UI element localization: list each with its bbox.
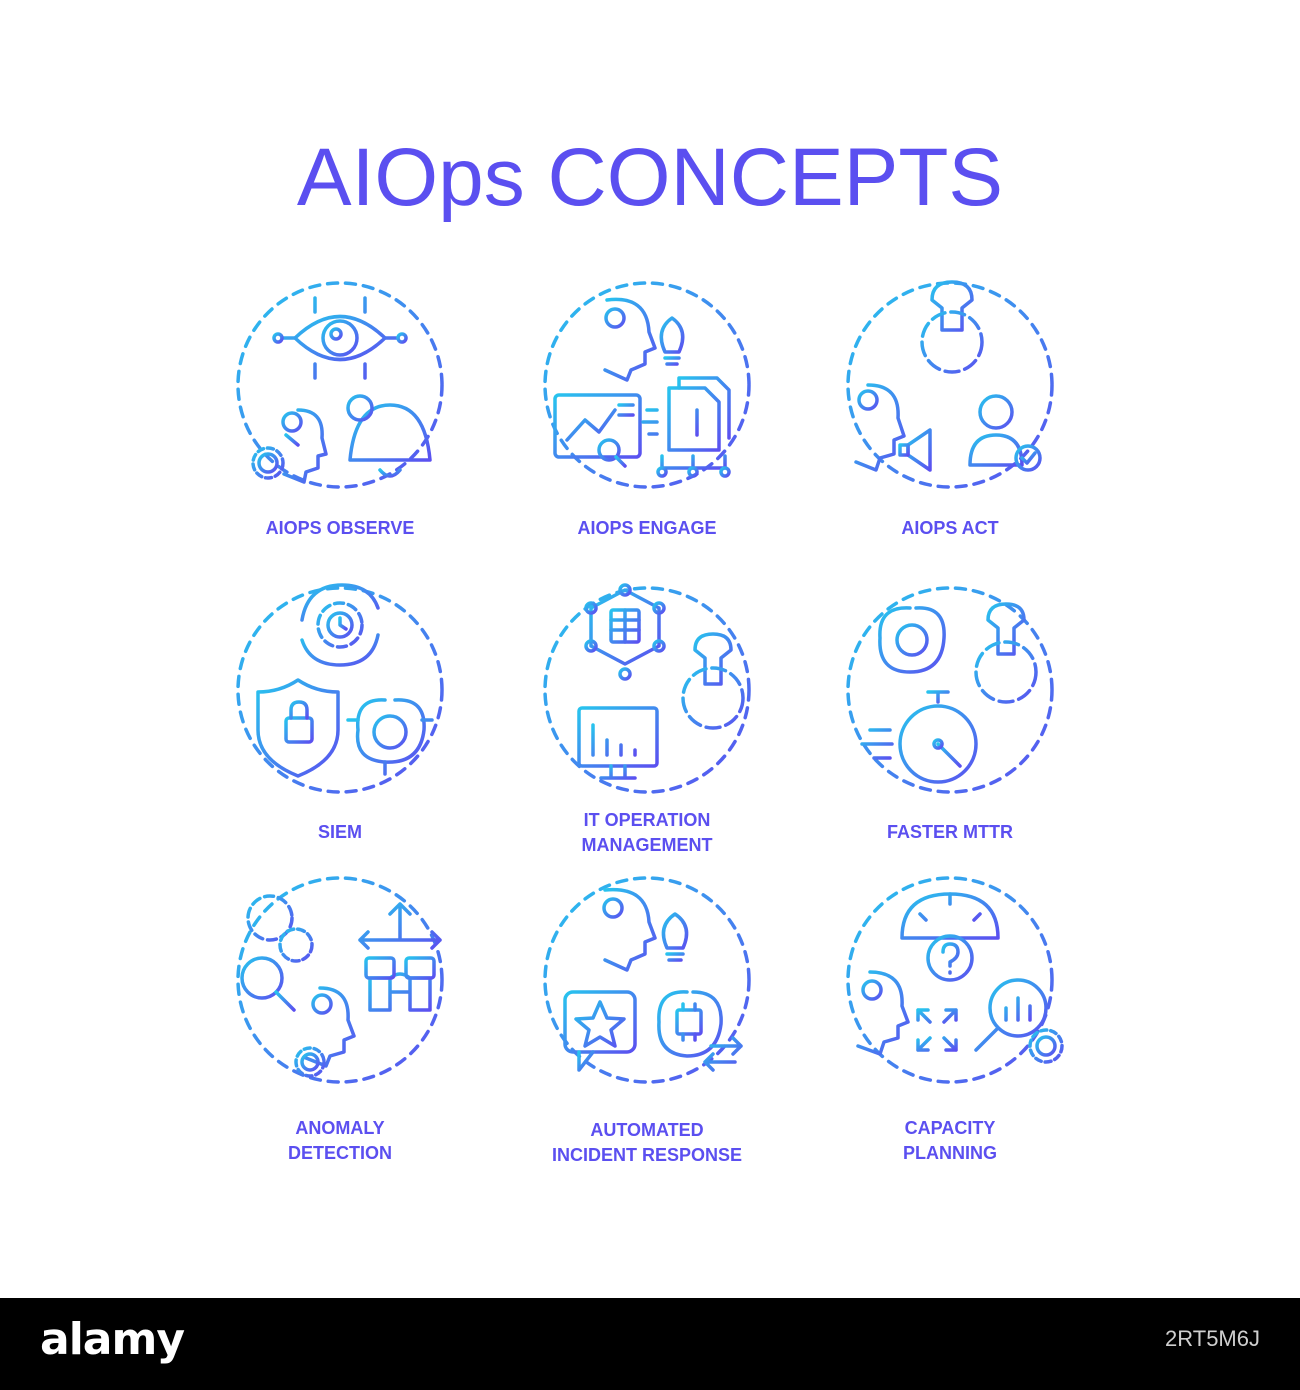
page-title: AIOps CONCEPTS xyxy=(296,132,1004,223)
dashed-ring xyxy=(236,586,444,794)
wrench-gear-icon xyxy=(974,602,1038,704)
lightbulb-icon xyxy=(659,316,685,366)
gear-icon xyxy=(251,446,285,480)
monitor-chart-icon xyxy=(577,706,659,780)
eye-circuit-icon xyxy=(272,296,408,380)
scale-arrows-icon xyxy=(916,1008,958,1052)
aiops-observe-illustration xyxy=(236,281,444,489)
dashed-ring xyxy=(846,876,1054,1084)
stopwatch-icon xyxy=(860,690,978,784)
approved-user-icon xyxy=(968,394,1042,472)
concept-label: AIOPS ENGAGE xyxy=(577,518,717,538)
bell-icon xyxy=(346,394,432,478)
capacity-planning-illustration xyxy=(846,876,1064,1084)
dashed-ring xyxy=(543,586,751,794)
image-id: 2RT5M6J xyxy=(1165,1326,1260,1351)
concept-label: SIEM xyxy=(317,822,362,842)
binoculars-arrows-icon xyxy=(358,902,442,1012)
ai-brain-icon xyxy=(868,606,956,674)
dashboard-analytics-icon xyxy=(553,393,642,468)
gears-search-icon xyxy=(240,894,314,1012)
dashed-ring xyxy=(236,876,444,1084)
gear-icon xyxy=(1028,1028,1064,1064)
faster-mttr-illustration xyxy=(846,586,1054,794)
ai-brain-icon xyxy=(346,698,434,776)
concept-label: FASTER MTTR xyxy=(887,822,1013,842)
concept-label: ANOMALY DETECTION xyxy=(287,1118,392,1163)
dashed-ring xyxy=(543,281,751,489)
ai-head-icon xyxy=(854,383,906,472)
it-operation-management-illustration xyxy=(543,583,751,794)
cycle-gear-clock-icon xyxy=(300,583,380,667)
gauge-question-icon xyxy=(900,892,1000,982)
anomaly-detection-illustration xyxy=(236,876,444,1084)
lightbulb-icon xyxy=(661,912,689,962)
megaphone-icon xyxy=(898,428,932,472)
concept-label: AIOPS OBSERVE xyxy=(265,518,415,538)
ai-head-icon xyxy=(304,986,356,1068)
ai-head-icon xyxy=(281,408,328,484)
chip-brain-icon xyxy=(657,990,743,1072)
shield-lock-icon xyxy=(256,678,340,778)
siem-illustration xyxy=(236,583,444,794)
gear-icon xyxy=(294,1046,326,1078)
dashed-ring xyxy=(846,586,1054,794)
dashed-ring xyxy=(543,876,751,1084)
dashed-ring xyxy=(846,281,1054,489)
concept-label: AUTOMATED INCIDENT RESPONSE xyxy=(551,1120,743,1165)
footer-bar xyxy=(0,1298,1300,1390)
aiops-engage-illustration xyxy=(543,281,751,489)
wrench-gear-icon xyxy=(681,632,745,730)
concept-label: CAPACITY PLANNING xyxy=(903,1118,997,1163)
automated-incident-response-illustration xyxy=(543,876,751,1084)
brand-logo: alamy xyxy=(40,1314,185,1365)
data-network-icon xyxy=(584,583,666,681)
dashed-ring xyxy=(236,281,444,489)
document-flow-icon xyxy=(641,376,731,478)
search-chart-icon xyxy=(974,978,1048,1052)
concept-label: IT OPERATION MANAGEMENT xyxy=(581,810,713,855)
concept-label: AIOPS ACT xyxy=(901,518,999,538)
ai-head-icon xyxy=(603,297,657,382)
wrench-gear-icon xyxy=(920,280,984,374)
ai-head-icon xyxy=(856,970,910,1056)
star-chat-icon xyxy=(563,990,637,1072)
aiops-act-illustration xyxy=(846,280,1054,489)
ai-head-icon xyxy=(602,887,657,972)
